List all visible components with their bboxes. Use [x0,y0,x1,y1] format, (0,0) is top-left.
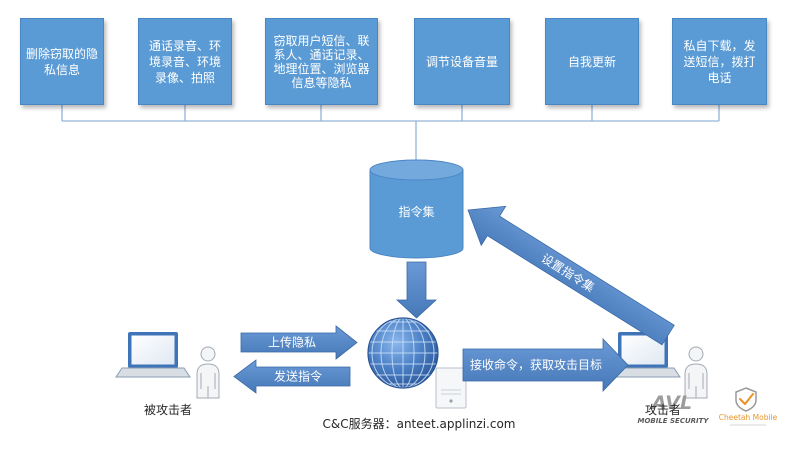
upload-privacy-arrow: 上传隐私 [240,325,358,360]
action-text-line: 自我更新 [567,54,616,69]
set-command-set-arrow: 设置指令集 [467,205,675,346]
avl-logo: AVL MOBILE SECURITY [637,392,709,425]
action-text-line: 录像、拍照 [154,70,215,85]
action-box-self-update: 自我更新 [545,18,639,105]
cc-server-caption: C&C服务器：anteet.applinzi.com [322,416,515,431]
receive-command-label: 接收命令，获取攻击目标 [470,357,602,372]
action-text-line: 信息等隐私 [291,75,352,90]
avl-logo-tagline: MOBILE SECURITY [637,417,709,425]
avl-logo-mark: AVL [650,392,692,414]
command-set-label: 指令集 [398,204,434,219]
victim-laptop-icon [115,332,191,378]
shield-check-icon [735,387,757,412]
victim-label: 被攻击者 [144,403,192,417]
cheetah-mobile-logo: Cheetah Mobile [719,387,778,426]
action-text-line: 调节设备音量 [425,54,498,69]
action-box-adjust-volume: 调节设备音量 [414,18,510,105]
command-set-database-icon: 指令集 [369,159,464,259]
receive-command-arrow: 接收命令，获取攻击目标 [462,338,629,392]
attacker-person-icon [684,346,708,399]
action-connectors [61,105,720,161]
action-text-line: 境录音、环境 [148,54,221,69]
cheetah-logo-name: Cheetah Mobile [719,413,778,422]
action-box-download-sms-call: 私自下载，发 送短信，拨打 电话 [672,18,767,105]
action-text-line: 通话录音、环 [148,38,221,53]
action-box-record-audio-video: 通话录音、环 境录音、环境 录像、拍照 [138,18,232,105]
action-text-line: 窃取用户短信、联 [273,33,370,48]
action-text-line: 系人、通话记录、 [273,47,370,62]
action-box-steal-private-data: 窃取用户短信、联 系人、通话记录、 地理位置、浏览器 信息等隐私 [265,18,378,105]
action-text-line: 送短信，拨打 [683,54,756,69]
action-text-line: 私自下载，发 [683,38,756,53]
action-text-line: 私信息 [43,62,80,77]
attacker-label: 攻击者 [645,403,681,417]
action-text-line: 地理位置、浏览器 [273,61,370,76]
victim-person-icon [196,346,220,399]
send-command-arrow: 发送指令 [233,359,351,394]
globe-icon [367,317,439,389]
action-text-line: 电话 [707,70,732,85]
command-to-server-arrow [395,261,438,319]
send-command-label: 发送指令 [274,369,322,384]
server-icon [435,367,467,409]
upload-privacy-label: 上传隐私 [268,335,316,350]
action-text-line: 删除窃取的隐 [25,46,98,61]
action-box-delete-stolen-data: 删除窃取的隐 私信息 [20,18,104,105]
